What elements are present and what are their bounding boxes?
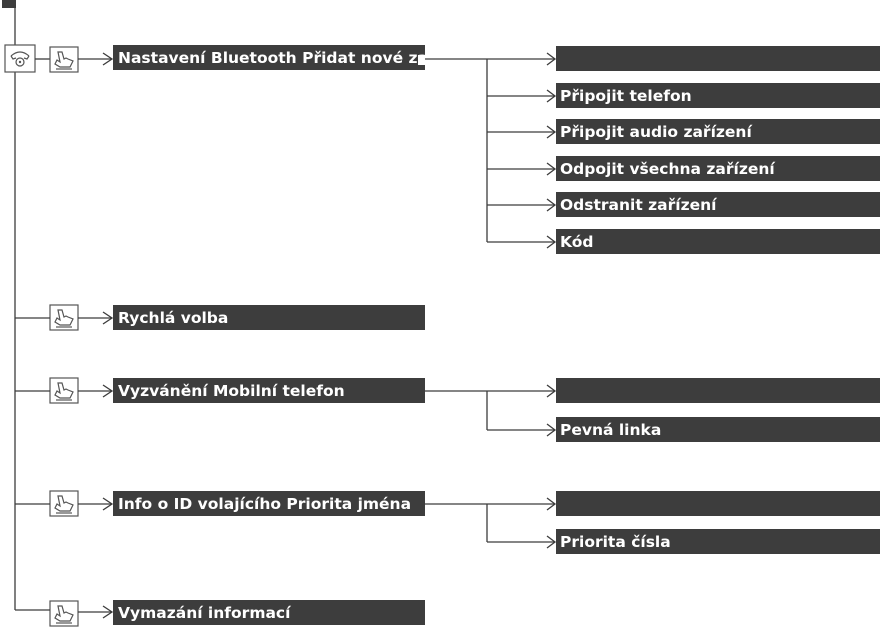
submenu-item-number-priority: Priorita čísla — [560, 533, 671, 551]
settings-hand-icon — [49, 377, 79, 404]
arrowhead — [102, 52, 114, 66]
menu-item-bar — [113, 305, 425, 330]
menu-item-bar — [113, 491, 425, 516]
submenu-item-remove-device: Odstranit zařízení — [560, 196, 717, 214]
submenu-item-bar — [556, 417, 880, 442]
submenu-item-bar — [556, 46, 880, 71]
submenu-item-bar — [556, 119, 880, 144]
label-gap — [418, 55, 425, 65]
menu-item-bar — [113, 600, 425, 625]
submenu-arrows — [487, 497, 557, 549]
submenu-item-bar — [556, 156, 880, 181]
arrowhead — [102, 605, 114, 619]
submenu-arrows — [487, 384, 557, 437]
submenu-item-bar — [556, 192, 880, 217]
arrowhead — [102, 384, 114, 398]
phone-icon — [4, 44, 36, 73]
menu-item-bar — [113, 45, 425, 70]
submenu-item-landline: Pevná linka — [560, 421, 661, 439]
submenu-item-code: Kód — [560, 233, 593, 251]
submenu-item-connect-audio: Připojit audio zařízení — [560, 123, 752, 141]
menu-item-caller-id: Info o ID volajícího Priorita jména — [118, 495, 411, 513]
submenu-item-disconnect-all: Odpojit všechna zařízení — [560, 160, 775, 178]
arrowhead — [102, 311, 114, 325]
menu-item-bar — [113, 378, 425, 403]
menu-item-clear-info: Vymazání informací — [118, 604, 291, 622]
settings-hand-icon — [49, 600, 79, 627]
arrowhead — [102, 497, 114, 511]
submenu-item-bar — [556, 529, 880, 554]
submenu-item-bar — [556, 378, 880, 403]
menu-item-speed-dial: Rychlá volba — [118, 309, 228, 327]
submenu-item-bar — [556, 229, 880, 254]
settings-hand-icon — [49, 490, 79, 517]
settings-hand-icon — [49, 46, 79, 73]
submenu-item-bar — [556, 83, 880, 108]
menu-item-ringtone: Vyzvánění Mobilní telefon — [118, 382, 345, 400]
settings-hand-icon — [49, 304, 79, 331]
submenu-item-connect-phone: Připojit telefon — [560, 87, 692, 105]
submenu-arrows — [487, 52, 557, 249]
menu-item-bluetooth-settings: Nastavení Bluetooth Přidat nové zařízení — [118, 49, 477, 67]
cropped-marker — [2, 0, 16, 8]
submenu-item-bar — [556, 491, 880, 516]
